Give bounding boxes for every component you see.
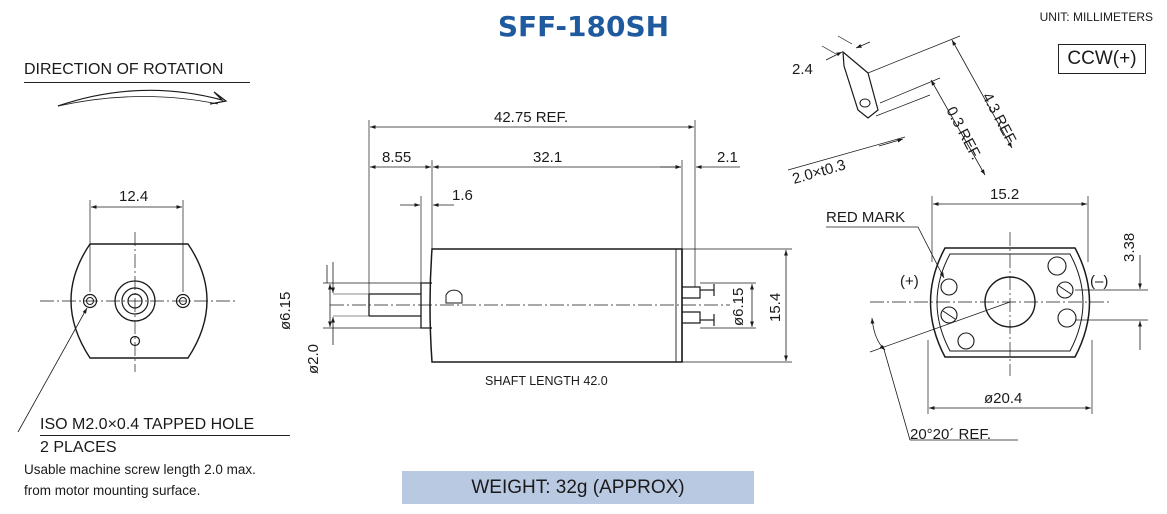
plus-terminal-label: (+) <box>900 273 919 290</box>
terminal-detail <box>787 35 1013 176</box>
red-mark-label: RED MARK <box>826 209 906 226</box>
side-view <box>323 120 792 363</box>
rotation-direction-box: CCW(+) <box>1058 44 1146 74</box>
direction-of-rotation-label: DIRECTION OF ROTATION <box>24 61 224 78</box>
direction-underline <box>24 82 250 83</box>
terminal-thickness: 2.4 <box>792 61 813 78</box>
tapped-hole-note: ISO M2.0×0.4 TAPPED HOLE <box>40 416 255 433</box>
shaft-diameter: ø6.15 <box>277 292 294 330</box>
rear-view <box>826 196 1148 441</box>
rear-diameter: ø20.4 <box>984 390 1022 407</box>
minus-terminal-label: (–) <box>1090 273 1108 290</box>
page-title: SFF-180SH <box>497 10 670 43</box>
terminal-length: 2.1 <box>717 149 738 166</box>
shaft-length-label: SHAFT LENGTH 42.0 <box>485 374 608 388</box>
tapped-hole-underline <box>40 435 290 436</box>
angle-label: 20°20´ REF. <box>910 426 992 443</box>
terminal-length-ref: 4.3 REF. <box>978 90 1020 149</box>
flange-thickness: 1.6 <box>452 187 473 204</box>
rear-width: 15.2 <box>990 186 1019 203</box>
front-view <box>17 200 236 433</box>
terminal-offset: 0.3 REF. <box>942 104 984 163</box>
boss-length: 8.55 <box>382 149 411 166</box>
places-note: 2 PLACES <box>40 439 117 456</box>
usable-length-note-2: from motor mounting surface. <box>24 483 201 498</box>
can-height: 15.4 <box>767 293 784 322</box>
units-label: UNIT: MILLIMETERS <box>1039 10 1153 24</box>
front-hole-spacing: 12.4 <box>119 188 148 205</box>
shaft-tip-diameter: ø2.0 <box>305 344 322 374</box>
usable-length-note-1: Usable machine screw length 2.0 max. <box>24 462 256 477</box>
rotation-arrow-icon <box>57 89 228 107</box>
weight-banner: WEIGHT: 32g (APPROX) <box>402 471 754 504</box>
rear-offset: 3.38 <box>1121 233 1138 262</box>
bearing-diameter: ø6.15 <box>730 288 747 326</box>
overall-length: 42.75 REF. <box>494 109 568 126</box>
can-length: 32.1 <box>533 149 562 166</box>
